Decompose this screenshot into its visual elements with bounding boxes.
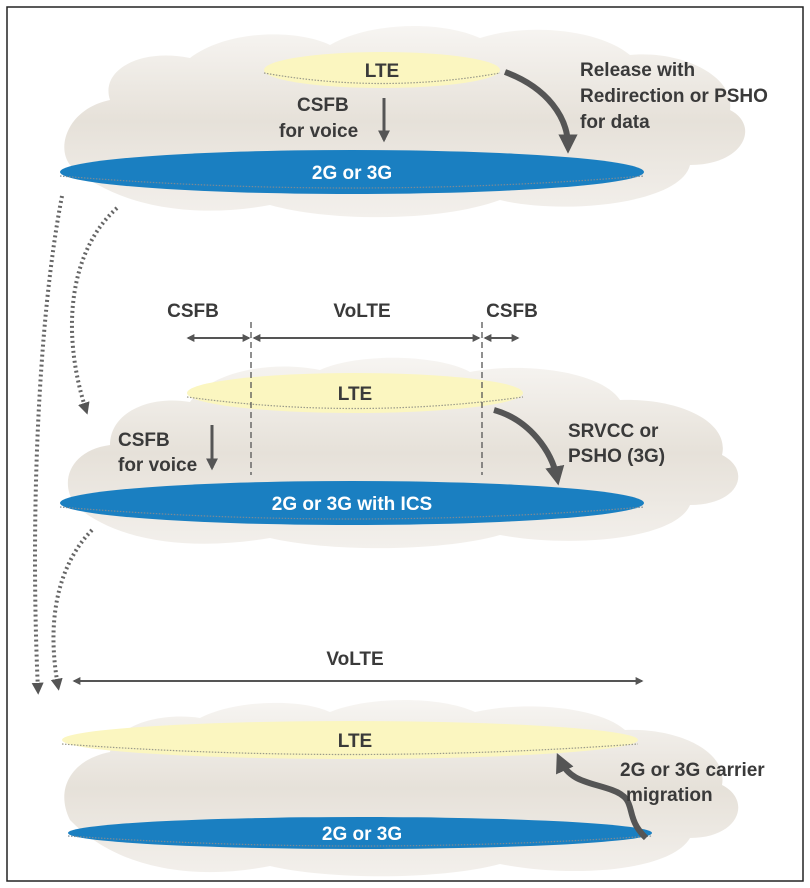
stage-1: LTE 2G or 3G CSFB for voice Release with… (59, 25, 768, 218)
lte-label-1: LTE (365, 61, 399, 82)
lte-layer-2 (187, 373, 523, 413)
csfb-right-label: CSFB (486, 301, 538, 322)
lte-layer-3 (62, 721, 638, 759)
csfb-label-1b: for voice (279, 121, 358, 142)
lte-layer-1 (264, 52, 500, 88)
legacy-label-1: 2G or 3G (312, 163, 392, 184)
srvcc-label-a: SRVCC or (568, 421, 659, 442)
release-arrow (503, 69, 578, 154)
migration-label-a: 2G or 3G carrier (620, 760, 765, 781)
srvcc-arrow (493, 407, 565, 486)
release-label-c: for data (580, 112, 650, 133)
srvcc-label-b: PSHO (3G) (568, 446, 665, 467)
csfb-label-1a: CSFB (297, 95, 349, 116)
volte-label-3: VoLTE (326, 649, 383, 670)
transition-arrow-1-to-3 (31, 195, 64, 695)
legacy-layer-1 (60, 150, 644, 194)
stage-3: VoLTE LTE 2G or 3G 2G or 3G carrier migr… (61, 649, 765, 877)
stage-2: LTE 2G or 3G with ICS CSFB VoLTE CSFB CS… (59, 301, 739, 549)
legacy-label-2: 2G or 3G with ICS (272, 494, 432, 515)
lte-label-2: LTE (338, 384, 372, 405)
migration-arrow (556, 753, 649, 841)
csfb-label-2b: for voice (118, 455, 197, 476)
release-label-b: Redirection or PSHO (580, 86, 768, 107)
release-label-a: Release with (580, 60, 695, 81)
csfb-left-label: CSFB (167, 301, 219, 322)
legacy-label-3: 2G or 3G (322, 824, 402, 845)
migration-label-b: migration (626, 785, 713, 806)
lte-label-3: LTE (338, 731, 372, 752)
legacy-layer-3 (68, 817, 652, 849)
csfb-label-2a: CSFB (118, 430, 170, 451)
volte-label-2: VoLTE (333, 301, 390, 322)
legacy-layer-2 (60, 481, 644, 525)
transition-arrow-2-to-3 (50, 528, 94, 691)
